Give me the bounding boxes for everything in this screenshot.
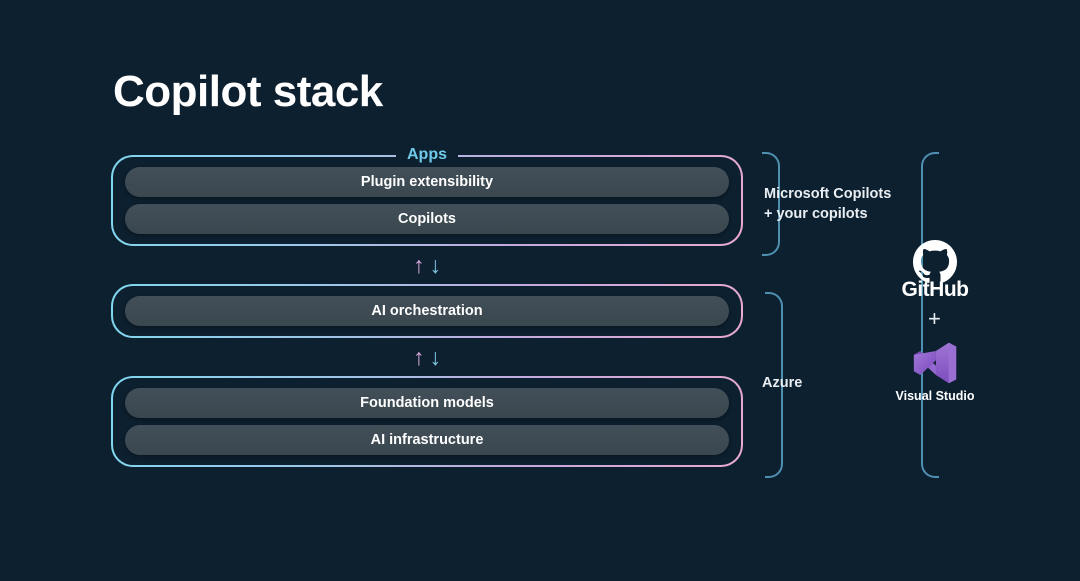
stack-item-ai-infrastructure[interactable]: AI infrastructure: [125, 425, 729, 455]
stack-layer-label-apps: Apps: [396, 144, 458, 166]
stack-connector-apps-to-orchestration: ↑ ↓: [111, 246, 743, 284]
arrow-up-icon: ↑: [413, 251, 425, 278]
brace-tools: [921, 152, 939, 478]
brace-azure: [765, 292, 783, 478]
stack-item-ai-orchestration[interactable]: AI orchestration: [125, 296, 729, 326]
brace-microsoft-copilots: [762, 152, 780, 256]
stack-layer-body: AI orchestration: [113, 286, 741, 336]
stack-layer-body: Foundation models AI infrastructure: [113, 378, 741, 465]
tool-visual-studio[interactable]: Visual Studio: [875, 340, 995, 403]
copilot-stack: Apps Plugin extensibility Copilots ↑ ↓ A…: [111, 144, 743, 467]
page-title: Copilot stack: [113, 67, 383, 116]
stack-layer-ai-orchestration[interactable]: AI orchestration: [111, 284, 743, 338]
stack-layer-body: Plugin extensibility Copilots: [113, 157, 741, 244]
visual-studio-icon: [913, 342, 957, 384]
stack-layer-foundation[interactable]: Foundation models AI infrastructure: [111, 376, 743, 467]
tool-github-caption: GitHub: [901, 278, 969, 301]
plus-separator: +: [928, 306, 941, 331]
github-icon: [913, 240, 957, 283]
tool-github[interactable]: GitHub: [875, 240, 995, 302]
stack-item-copilots[interactable]: Copilots: [125, 204, 729, 234]
stack-item-plugin-extensibility[interactable]: Plugin extensibility: [125, 167, 729, 197]
arrow-up-icon: ↑: [413, 343, 425, 370]
stack-item-foundation-models[interactable]: Foundation models: [125, 388, 729, 418]
stack-connector-orchestration-to-foundation: ↑ ↓: [111, 338, 743, 376]
tool-visual-studio-caption: Visual Studio: [895, 389, 975, 403]
arrow-down-icon: ↓: [429, 343, 442, 370]
arrow-down-icon: ↓: [429, 251, 442, 278]
stack-layer-apps[interactable]: Apps Plugin extensibility Copilots: [111, 144, 743, 246]
label-microsoft-copilots: Microsoft Copilots + your copilots: [764, 186, 892, 222]
label-azure: Azure: [762, 375, 803, 391]
